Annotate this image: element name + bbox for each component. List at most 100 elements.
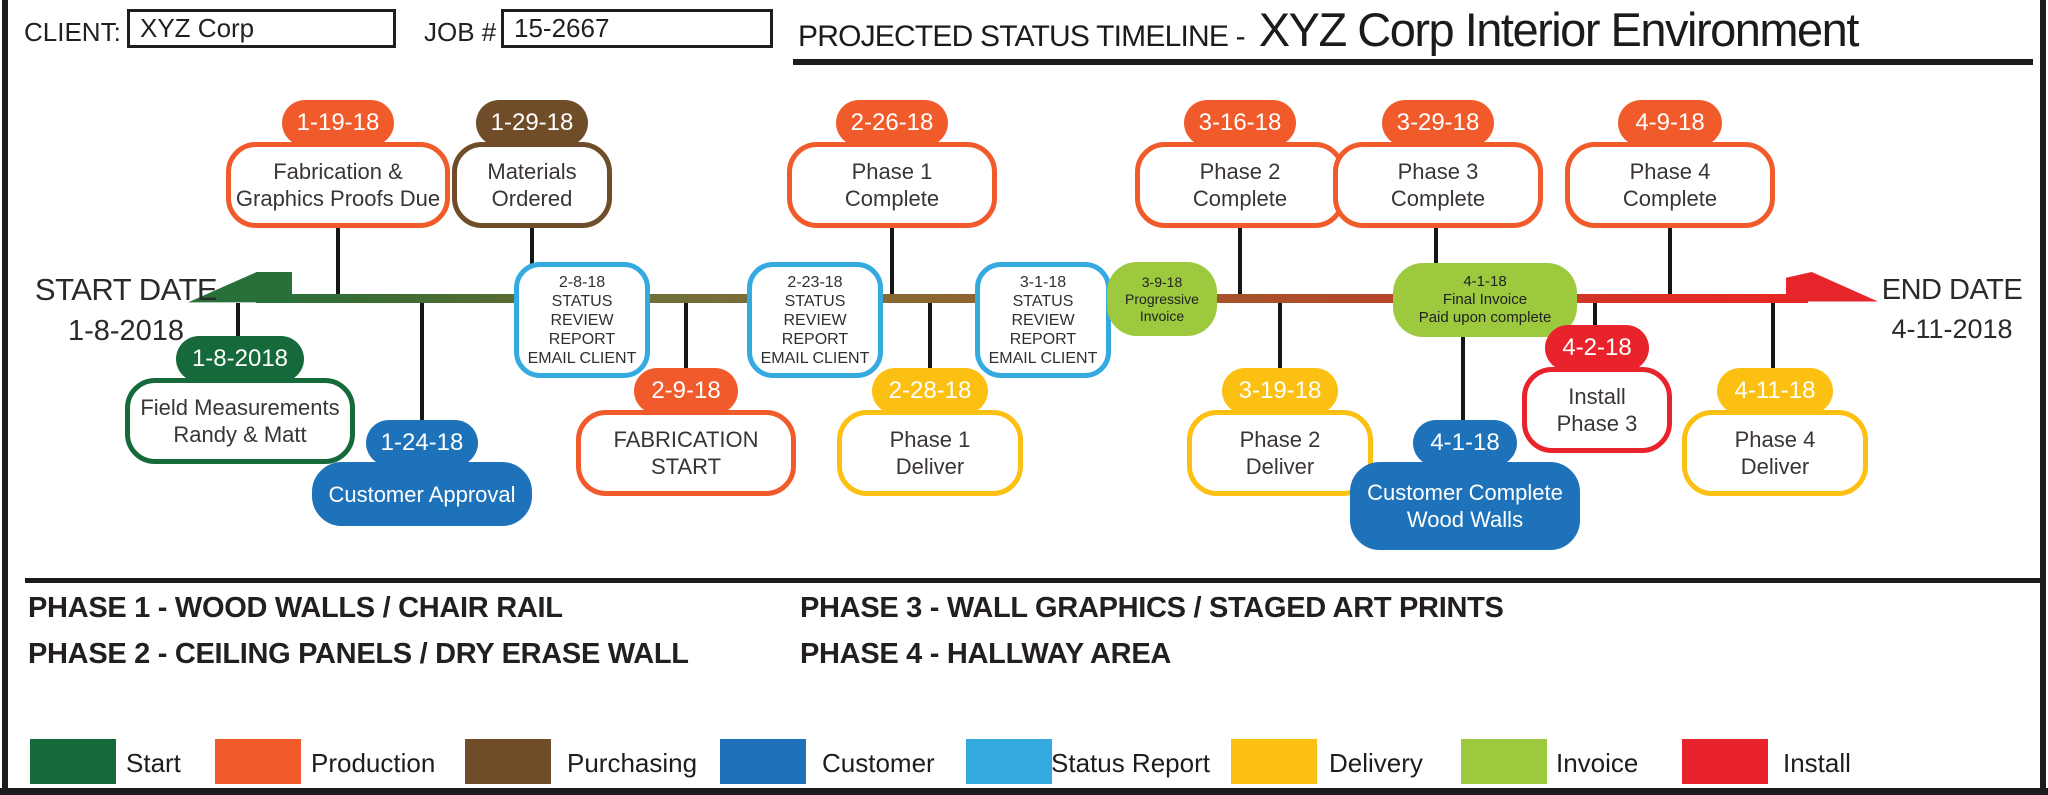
start-date-caption: START DATE 1-8-2018 (8, 272, 244, 348)
end-date-caption: END DATE 4-11-2018 (1876, 274, 2028, 345)
legend-swatch-production (215, 739, 301, 784)
milestone-label: Phase 3 (1556, 411, 1638, 436)
milestone-label-box: Phase 3 Complete (1333, 142, 1543, 228)
milestone-label: Complete (1192, 186, 1288, 211)
milestone-label-box: Phase 2 Complete (1135, 142, 1345, 228)
milestone-date-badge: 3-29-18 (1382, 100, 1494, 146)
client-field[interactable]: XYZ Corp (127, 9, 396, 48)
connector-line (336, 222, 340, 298)
milestone-date-badge: 2-28-18 (872, 368, 988, 414)
milestone-label: FABRICATION (613, 427, 759, 452)
milestone-label: Install (1568, 384, 1626, 409)
milestone-label-box: Field Measurements Randy & Matt (125, 378, 355, 464)
connector-line (420, 303, 424, 424)
milestone-date: 4-11-18 (1734, 377, 1816, 404)
milestone-label-box: Phase 2 Deliver (1187, 410, 1373, 496)
connector-line (1771, 303, 1775, 372)
status-report-line: REPORT (781, 330, 849, 348)
milestone-date-badge: 1-24-18 (366, 420, 478, 466)
milestone-label: Deliver (1245, 454, 1315, 479)
milestone-date-badge: 3-19-18 (1222, 368, 1338, 414)
milestone-label-box: Phase 1 Complete (787, 142, 997, 228)
legend-label-start: Start (126, 748, 181, 778)
milestone-label: Materials (487, 159, 577, 184)
milestone-date-badge: 2-26-18 (836, 100, 948, 146)
phase-separator-line (25, 578, 2041, 583)
connector-line (890, 222, 894, 298)
invoice-line: Paid upon complete (1418, 309, 1552, 326)
legend-label-invoice: Invoice (1556, 748, 1639, 778)
milestone-label-box: Customer Approval (312, 462, 532, 526)
job-value: 15-2667 (514, 13, 610, 43)
status-report-line: REPORT (548, 330, 616, 348)
phase-list-item-4: PHASE 4 - HALLWAY AREA (800, 638, 1172, 670)
status-report-line: REPORT (1009, 330, 1077, 348)
milestone-label: Phase 4 (1629, 159, 1711, 184)
phase-list-item-1: PHASE 1 - WOOD WALLS / CHAIR RAIL (28, 592, 563, 624)
page-title: PROJECTED STATUS TIMELINE - XYZ Corp Int… (798, 2, 1860, 57)
legend-swatch-delivery (1231, 739, 1317, 784)
milestone-date: 3-16-18 (1198, 109, 1282, 136)
end-date-value: 4-11-2018 (1891, 314, 2013, 344)
status-report-line: EMAIL CLIENT (760, 349, 870, 367)
milestone-label-box: Phase 4 Complete (1565, 142, 1775, 228)
frame-border-left (2, 0, 8, 795)
milestone-label: Deliver (1740, 454, 1810, 479)
milestone-label: Field Measurements (140, 395, 340, 420)
legend-label-delivery: Delivery (1329, 748, 1423, 778)
milestone-label: Phase 2 (1239, 427, 1321, 452)
status-report-line: EMAIL CLIENT (988, 349, 1098, 367)
status-report-line: STATUS REVIEW (783, 292, 847, 329)
invoice-line: Final Invoice (1442, 291, 1528, 308)
job-field[interactable]: 15-2667 (501, 9, 773, 48)
invoice-node: 3-9-18 Progressive Invoice (1107, 262, 1217, 336)
milestone-date-badge: 1-8-2018 (176, 336, 304, 382)
invoice-line: Progressive (1125, 290, 1199, 307)
milestone-label: Customer Approval (328, 481, 516, 507)
status-report-line: EMAIL CLIENT (527, 349, 637, 367)
status-report-node: 3-1-18 STATUS REVIEW REPORT EMAIL CLIENT (975, 262, 1111, 378)
connector-line (684, 303, 688, 372)
milestone-date: 3-19-18 (1238, 377, 1322, 404)
status-report-line: STATUS REVIEW (1011, 292, 1075, 329)
connector-line (1461, 303, 1465, 424)
milestone-date-badge: 4-11-18 (1717, 368, 1833, 414)
milestone-date: 1-19-18 (296, 109, 380, 136)
status-report-date: 2-23-18 (787, 273, 843, 291)
status-report-date: 3-1-18 (1019, 273, 1067, 291)
milestone-date: 2-9-18 (651, 377, 721, 404)
client-label: CLIENT: (24, 17, 121, 47)
status-report-date: 2-8-18 (558, 273, 606, 291)
milestone-date-badge: 4-1-18 (1413, 420, 1517, 466)
milestone-date-badge: 3-16-18 (1184, 100, 1296, 146)
milestone-date: 2-26-18 (850, 109, 934, 136)
connector-line (236, 303, 240, 339)
start-date-label: START DATE (34, 272, 218, 307)
legend-swatch-customer (720, 739, 806, 784)
status-report-node: 2-8-18 STATUS REVIEW REPORT EMAIL CLIENT (514, 262, 650, 378)
milestone-date-badge: 4-9-18 (1618, 100, 1722, 146)
milestone-label: Phase 2 (1199, 159, 1281, 184)
connector-line (1238, 222, 1242, 298)
milestone-label: START (650, 454, 722, 479)
client-value: XYZ Corp (140, 13, 255, 43)
milestone-date: 4-1-18 (1430, 429, 1500, 456)
legend-label-status-report: Status Report (1051, 748, 1210, 778)
milestone-date: 1-8-2018 (191, 345, 289, 372)
connector-line (1668, 222, 1672, 298)
page-title-main: XYZ Corp Interior Environment (1258, 3, 1860, 56)
milestone-label: Randy & Matt (173, 422, 307, 447)
end-arrow-icon (1786, 272, 1878, 302)
milestone-date-badge: 1-29-18 (476, 100, 588, 146)
milestone-label-box: FABRICATION START (576, 410, 796, 496)
status-report-line: STATUS REVIEW (550, 292, 614, 329)
phase-list-item-2: PHASE 2 - CEILING PANELS / DRY ERASE WAL… (28, 638, 689, 670)
milestone-date-badge: 2-9-18 (634, 368, 738, 414)
legend-label-customer: Customer (822, 748, 935, 778)
legend-swatch-purchasing (465, 739, 551, 784)
status-report-node: 2-23-18 STATUS REVIEW REPORT EMAIL CLIEN… (747, 262, 883, 378)
milestone-label: Deliver (895, 454, 965, 479)
milestone-label: Complete (844, 186, 940, 211)
frame-border-right (2040, 0, 2046, 795)
